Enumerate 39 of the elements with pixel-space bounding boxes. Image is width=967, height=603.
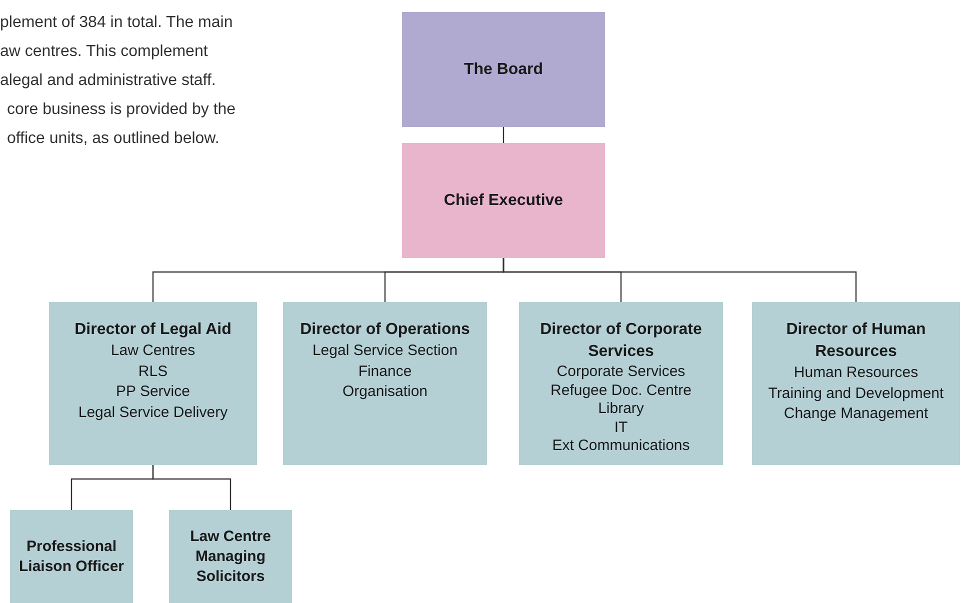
role-title: Director of Corporate Services <box>539 320 703 362</box>
role-title: Director of Human Resources <box>785 320 927 362</box>
org-box <box>10 510 133 603</box>
org-box <box>752 302 960 465</box>
unit-name: Training and Development <box>768 384 944 404</box>
unit-name: PP Service <box>116 382 190 402</box>
role-title: Professional Liaison Officer <box>18 536 126 576</box>
connector-line <box>152 465 232 510</box>
unit-name: Human Resources <box>794 363 918 383</box>
unit-name: Library <box>598 400 644 418</box>
unit-name: Change Management <box>784 404 928 424</box>
unit-name: Legal Service Section <box>312 341 458 361</box>
role-title: Director of Legal Aid <box>74 320 232 340</box>
unit-name: Finance <box>358 362 412 382</box>
unit-name: Legal Service Delivery <box>78 402 228 422</box>
org-box <box>402 12 605 127</box>
unit-name: Organisation <box>342 382 428 402</box>
org-box <box>519 302 723 465</box>
intro-text-line: plement of 384 in total. The main <box>0 14 233 32</box>
unit-name: Corporate Services <box>556 363 686 382</box>
org-box <box>169 510 292 603</box>
org-box <box>402 143 605 258</box>
unit-name: Law Centres <box>110 341 196 361</box>
unit-name: Refugee Doc. Centre <box>550 382 692 400</box>
role-title: Chief Executive <box>444 190 564 210</box>
intro-text-line: aw centres. This complement <box>0 43 208 61</box>
role-title: Director of Operations <box>300 320 470 340</box>
org-box <box>283 302 487 465</box>
unit-name: RLS <box>138 362 168 382</box>
role-title: Law Centre Managing Solicitors <box>189 526 272 586</box>
intro-text-line: alegal and administrative staff. <box>0 72 216 90</box>
intro-text-line: core business is provided by the <box>7 101 236 119</box>
org-box <box>49 302 257 465</box>
connector-line <box>502 258 857 302</box>
unit-name: IT <box>614 418 628 437</box>
connector-line <box>502 127 504 143</box>
intro-text-line: office units, as outlined below. <box>7 130 220 148</box>
role-title: The Board <box>464 60 544 80</box>
unit-name: Ext Communications <box>552 437 690 456</box>
